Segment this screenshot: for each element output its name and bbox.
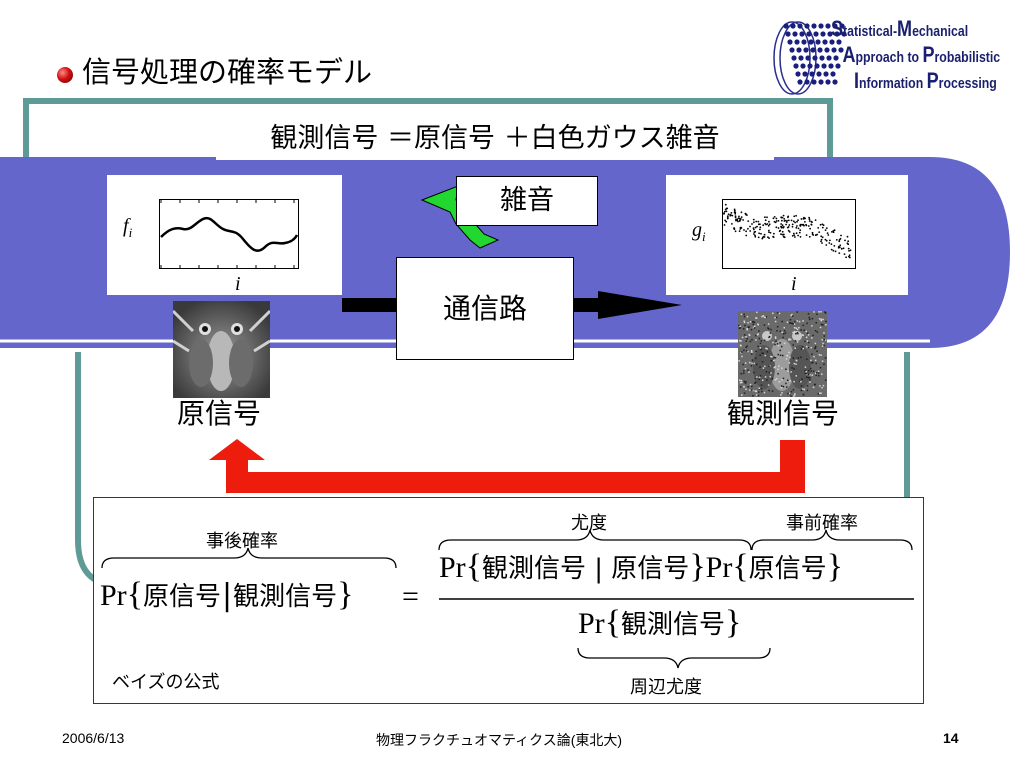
right-brace-glyph: } [826,548,843,585]
page-number: 14 [943,730,959,746]
observed-signal-plot [722,199,856,269]
formula-braces [101,529,914,669]
original-signal-curve [160,216,299,252]
title-bullet-icon [57,67,73,83]
equals-sign: = [402,580,419,613]
lhs-observed: 観測信号 [233,582,338,612]
original-signal-label: 原信号 [177,397,262,430]
formula-numerator: Pr{観測信号 | 原信号}Pr{原信号} [439,548,843,586]
posterior-label: 事後確率 [206,531,278,552]
footer-title: 物理フラクチュオマティクス論(東北大) [376,732,623,748]
logo-cap: S [831,16,844,41]
pr-symbol: Pr [100,579,127,612]
logo-text: Statistical-Mechanical Approach to Proba… [831,17,1000,95]
logo-word: pproach to [855,49,923,66]
observed-image [738,311,827,397]
numerator-likelihood: 観測信号 | 原信号 [482,554,690,584]
right-brace-glyph: } [689,548,706,585]
observed-signal-label: 観測信号 [727,397,840,430]
black-arrow-shaft-left [342,298,398,312]
channel-box: 通信路 [396,257,574,360]
noise-label-box: 雑音 [456,176,598,226]
ylabel-subscript: i [128,225,133,240]
left-brace-glyph: { [465,548,483,585]
prior-label: 事前確率 [786,513,858,534]
formula-denominator: Pr{観測信号} [578,604,741,642]
logo-cap: A [842,42,856,67]
logo-word: rocessing [938,75,997,92]
pr-symbol: Pr [439,551,466,584]
lhs-original: 原信号 [143,582,222,612]
left-brace-glyph: { [126,576,144,613]
original-plot-ylabel: fi [123,215,132,241]
logo-word: echanical [912,23,969,40]
logo-cap: M [897,16,913,41]
pr-symbol: Pr [705,551,733,584]
ylabel-text: f [123,215,129,237]
given-bar-glyph: | [222,578,233,613]
original-signal-plot [159,199,299,269]
logo-word: robabilistic [934,49,1001,66]
observed-signal-panel: gi i [666,175,908,295]
red-arrow-head [209,439,265,460]
left-brace-glyph: { [732,548,749,585]
ylabel-text: g [692,219,702,241]
right-brace-glyph: } [725,604,742,641]
denominator-observed: 観測信号 [621,610,726,640]
logo-cap: I [853,68,859,93]
black-arrow-shaft-right [574,298,598,312]
formula-lhs: Pr{原信号|観測信号} [100,576,353,614]
bayes-formula-box: 事後確率 尤度 事前確率 Pr{原信号|観測信号} = Pr{観測信号 | 原信… [93,497,924,704]
right-brace-glyph: } [337,576,354,613]
logo-cap: P [926,68,939,93]
black-arrow-head [598,291,682,319]
original-signal-panel: fi i [107,175,342,295]
footer-date: 2006/6/13 [62,730,125,746]
numerator-prior: 原信号 [748,554,827,584]
page-title: 信号処理の確率モデル [82,55,373,89]
left-brace-glyph: { [604,604,622,641]
original-image [173,301,270,398]
logo-line-3: Information Processing [854,69,1000,95]
original-plot-xlabel: i [235,273,241,295]
pr-symbol: Pr [578,607,605,640]
red-arrow-horizontal [226,472,805,493]
equation-banner: 観測信号 ＝原信号 ＋白色ガウス雑音 [216,118,774,160]
observed-plot-ylabel: gi [692,219,706,245]
observed-plot-xlabel: i [791,273,797,295]
logo-dots-icon [773,21,847,95]
red-arrow-vertical-left [226,458,248,493]
likelihood-label: 尤度 [571,513,607,534]
logo-line-1: Statistical-Mechanical [831,17,1000,43]
logo-cap: P [922,42,935,67]
ylabel-subscript: i [702,229,706,244]
logo-word: tatistical- [843,23,898,40]
marginal-likelihood-label: 周辺尤度 [630,677,702,698]
logo-line-2: Approach to Probabilistic [842,43,1000,69]
bayes-formula-label: ベイズの公式 [112,672,220,693]
logo-word: nformation [858,75,927,92]
